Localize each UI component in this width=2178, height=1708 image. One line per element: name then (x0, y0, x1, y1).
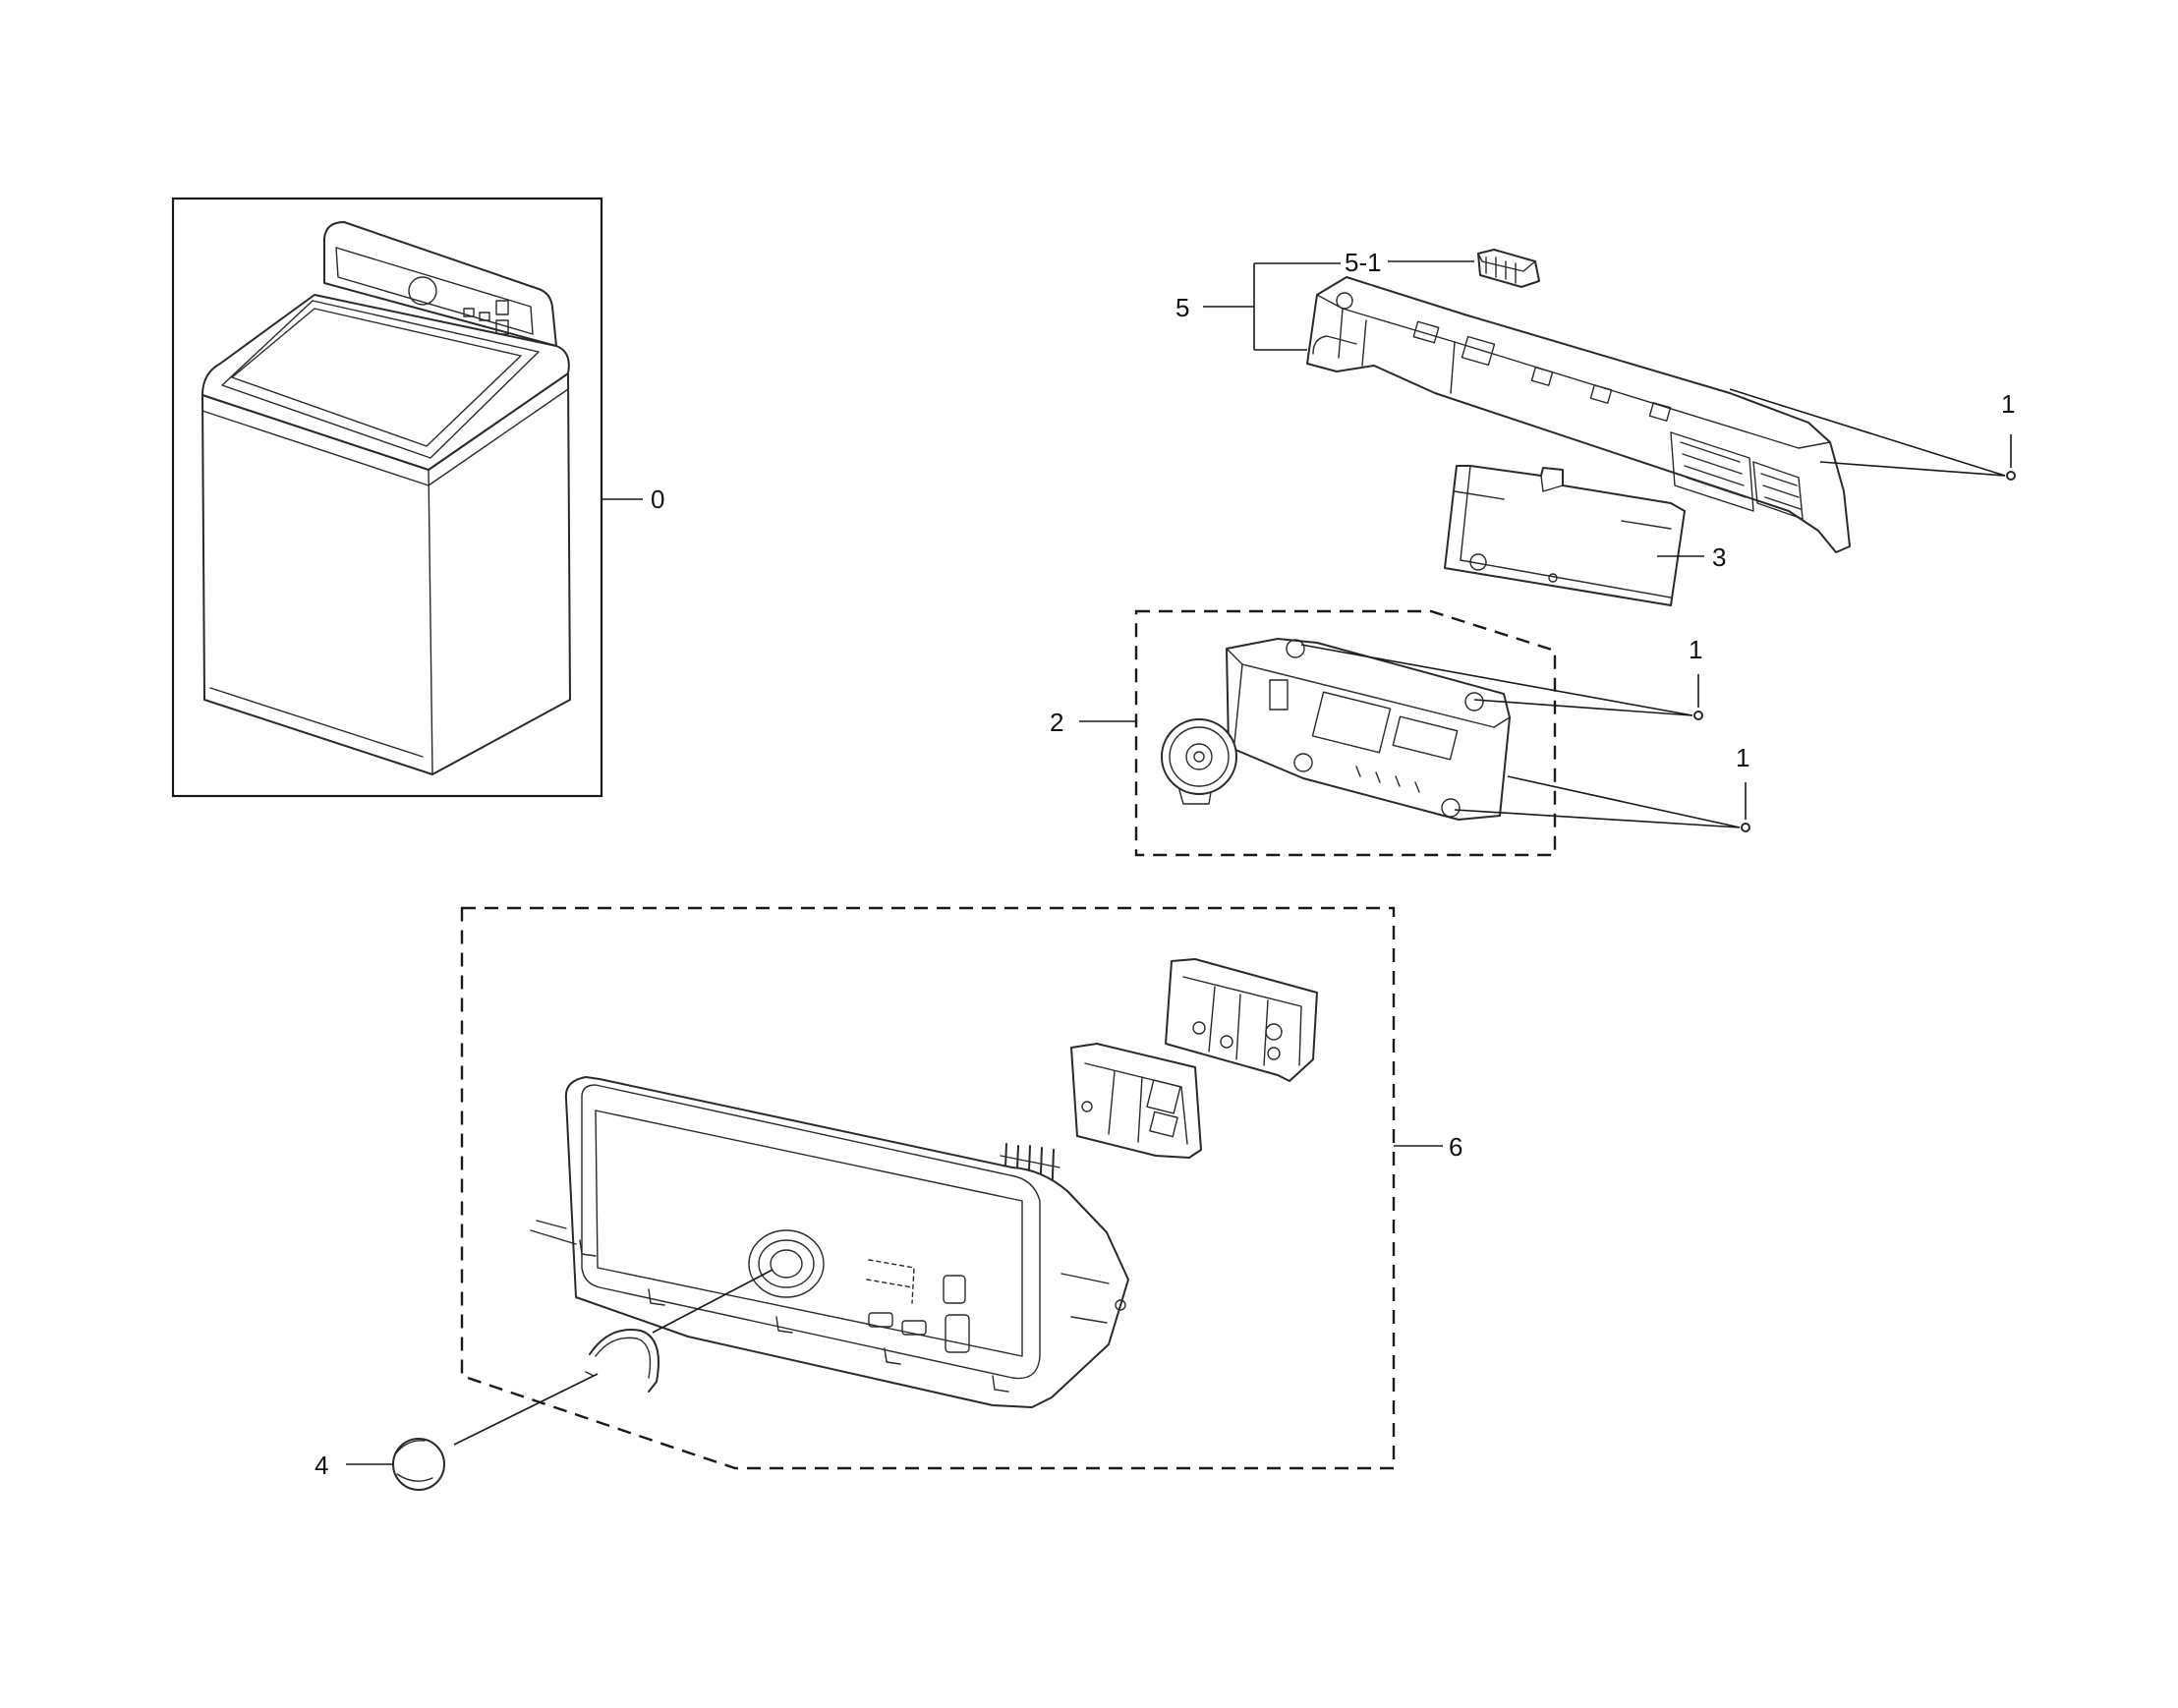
control-cover (1306, 276, 1851, 553)
pcb-bracket (1444, 465, 1686, 606)
callout-1-top: 1 (2001, 389, 2015, 419)
knob-ring (589, 1329, 659, 1393)
callout-labels: 0 5 5-1 1 3 2 1 1 6 4 (315, 248, 2015, 1480)
screw-pcb-lower (1741, 823, 1750, 832)
encoder-gear (1161, 718, 1237, 795)
screw-pcb-upper (1693, 711, 1703, 720)
washer-frame (171, 197, 603, 798)
callout-3: 3 (1712, 542, 1726, 572)
main-pcb (1134, 609, 1557, 857)
panel-dashed-boundary (460, 906, 1396, 1470)
callout-6: 6 (1449, 1132, 1462, 1162)
callout-2: 2 (1050, 708, 1063, 737)
callout-4: 4 (315, 1451, 328, 1480)
cover-connector (1477, 249, 1540, 288)
callout-1-pcb-upper: 1 (1689, 635, 1702, 664)
pcb-dashed-boundary (1134, 609, 1557, 857)
washer-assembly (171, 197, 603, 798)
control-panel-assembly (460, 906, 1396, 1470)
front-panel (564, 1076, 1129, 1408)
callout-0: 0 (651, 484, 664, 514)
screws (1693, 471, 2016, 832)
callout-5: 5 (1175, 293, 1189, 322)
callout-5-1: 5-1 (1345, 248, 1382, 277)
screw-top-right (2006, 471, 2016, 481)
callout-1-pcb-lower: 1 (1736, 743, 1749, 772)
knob (392, 1438, 445, 1491)
leader-lines (346, 260, 2012, 1465)
